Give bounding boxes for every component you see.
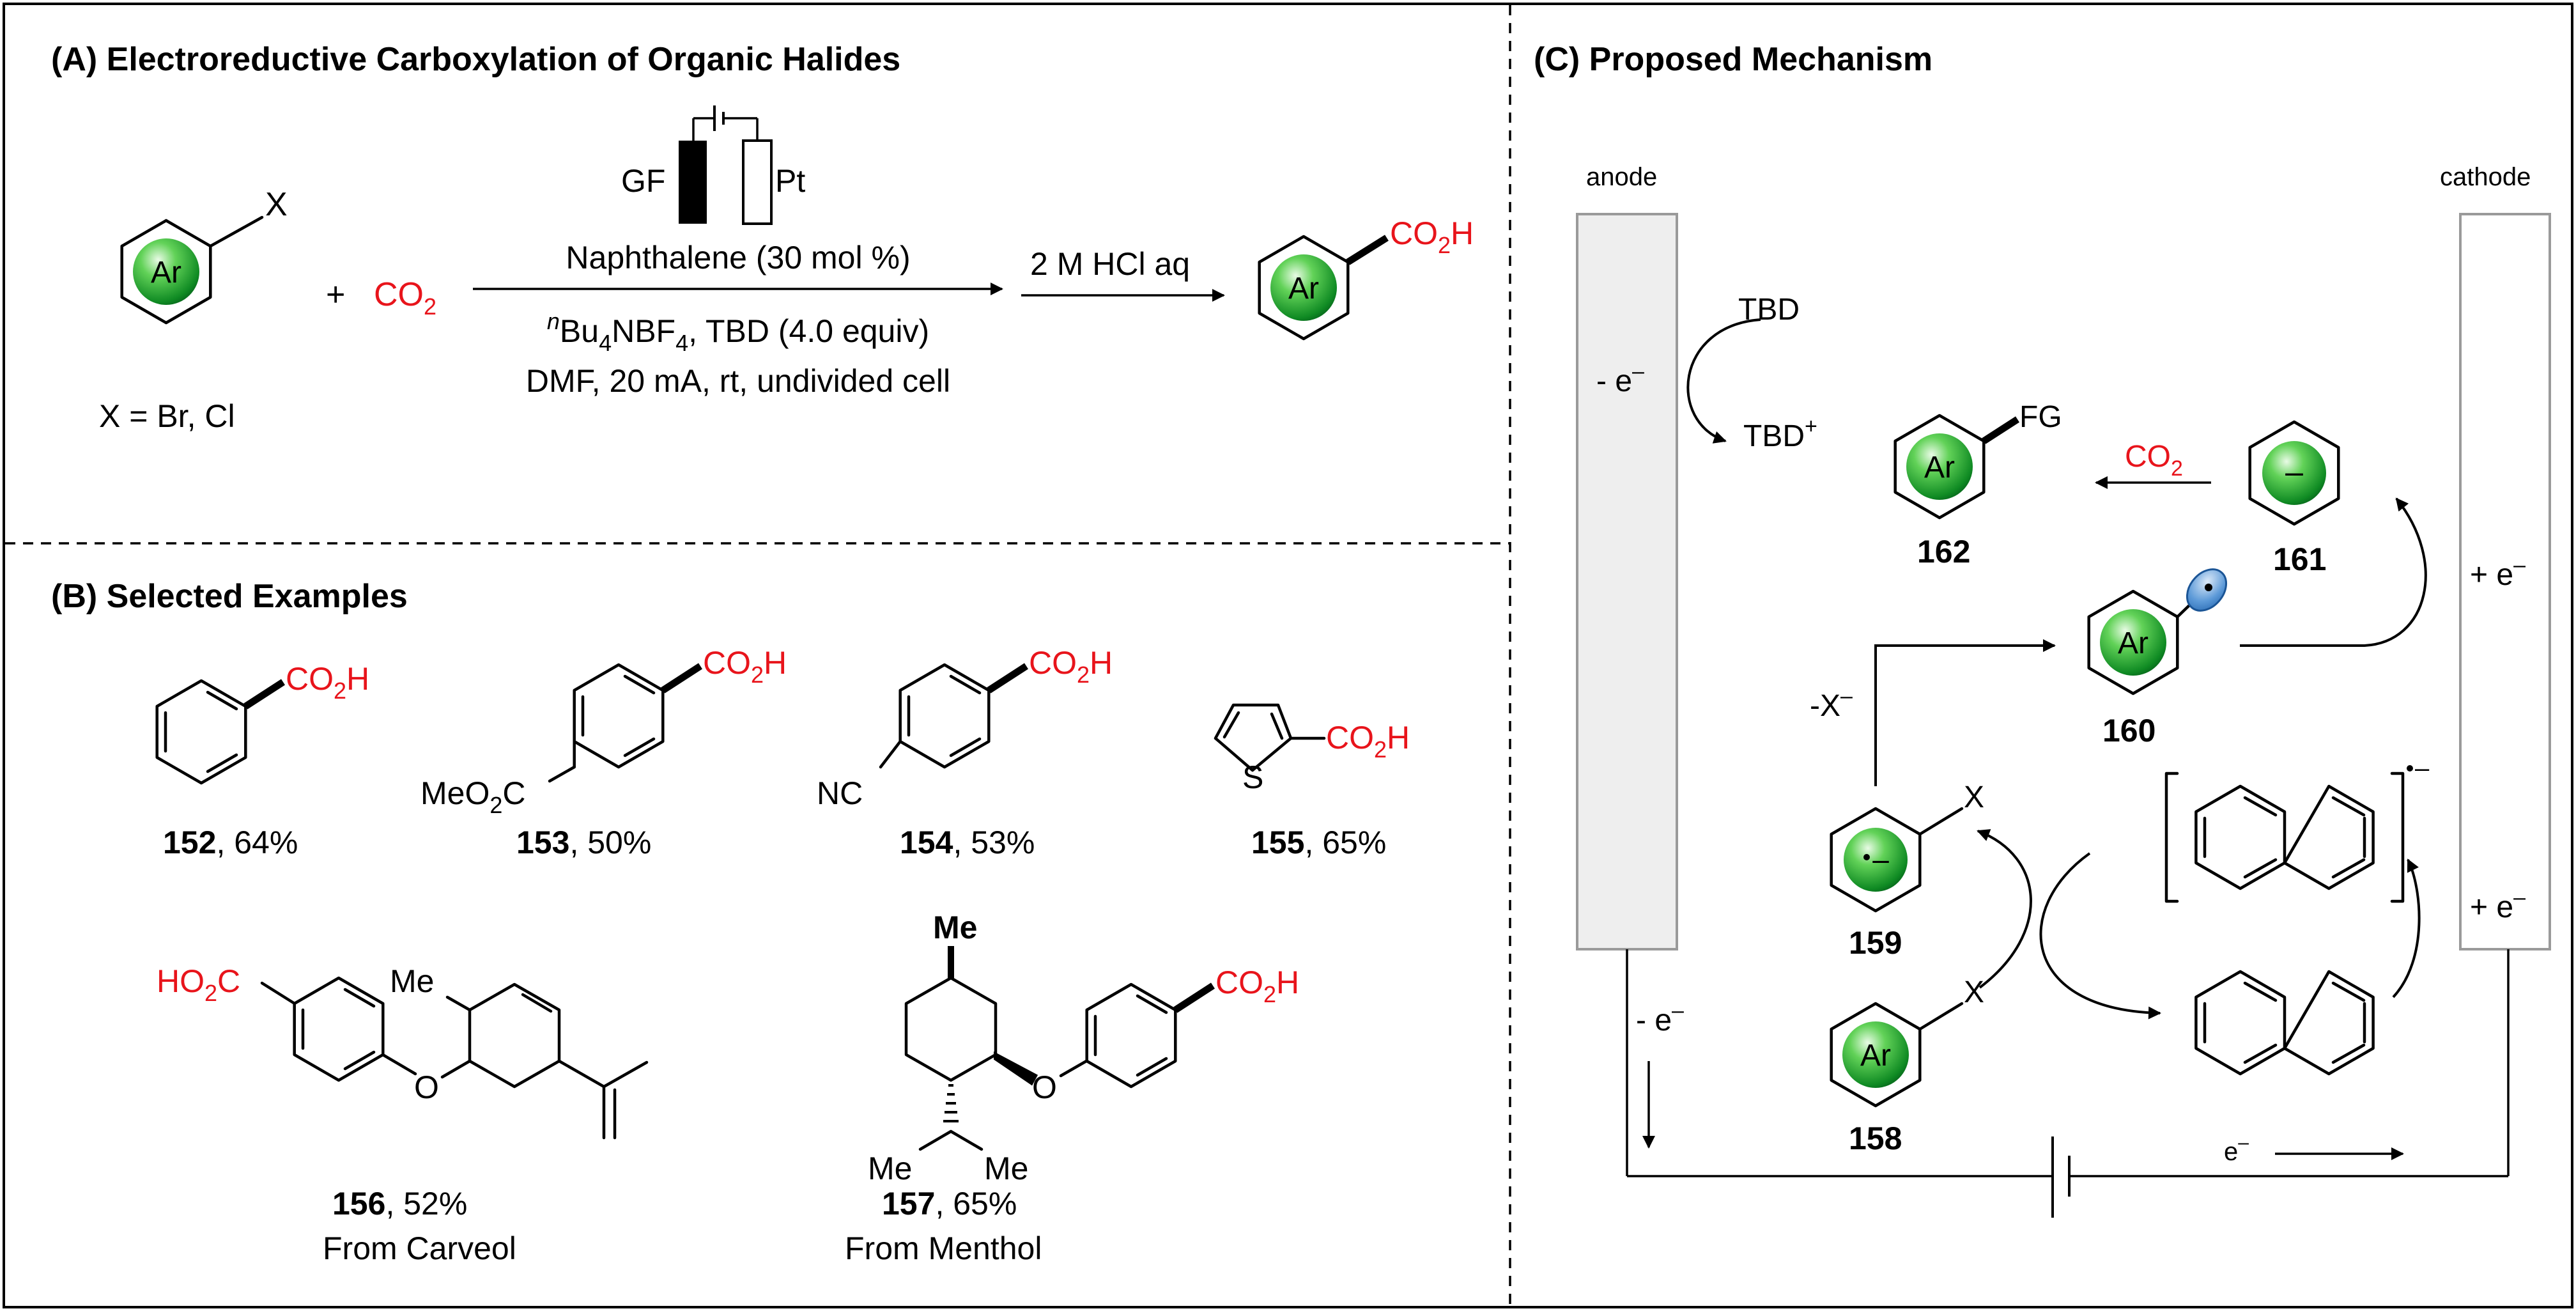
cathode-plus-e-lower: + e– [2470,885,2526,924]
svg-text:CO2H: CO2H [703,645,787,688]
plus-sign: + [326,276,345,313]
compound-162: Ar FG [1895,400,2062,518]
label-157: 157, 65% [882,1186,1017,1222]
anode-minus-e: - e– [1596,359,1644,398]
svg-text:Ar: Ar [1860,1039,1891,1073]
cathode-label: cathode [2440,163,2531,191]
product-co2h: CO2H [1390,215,1474,258]
svg-text:NC: NC [817,775,863,811]
tbd-label: TBD [1738,293,1800,327]
condition-bottom-2: DMF, 20 mA, rt, undivided cell [526,363,950,399]
compound-153: CO2H MeO2C [420,645,787,818]
cathode-electrode [2459,213,2551,950]
set-arrow-158-to-159 [1977,829,2032,989]
compound-160: Ar [2089,568,2228,694]
electrode-pt-label: Pt [775,163,805,199]
svg-text:Me: Me [933,910,977,945]
label-153: 153, 50% [516,825,651,860]
panel-c: (C) Proposed Mechanism anode cathode - e… [1534,41,2551,1218]
label-155: 155, 65% [1251,825,1386,860]
svg-text:CO2H: CO2H [1215,965,1299,1007]
x-definition: X = Br, Cl [99,398,235,434]
minus-x-label: -X– [1810,684,1853,723]
step2-condition: 2 M HCl aq [1030,246,1190,282]
svg-text:Ar: Ar [1288,272,1319,306]
note-157: From Menthol [845,1230,1042,1266]
anode-electrode [1576,213,1678,950]
naphthalene-reduction-arrow [2392,858,2421,998]
svg-text:O: O [414,1069,439,1105]
label-156: 156, 52% [332,1186,467,1222]
compound-159: – X [1832,780,1984,911]
circuit-e-label: e– [2224,1132,2249,1166]
panel-b-title: (B) Selected Examples [51,578,408,615]
label-152: 152, 64% [163,825,298,860]
svg-text:O: O [1032,1069,1057,1105]
condition-bottom-1: nBu4NBF4, TBD (4.0 equiv) [547,308,929,356]
compound-154: CO2H NC [817,645,1113,811]
fragmentation-arrow [1874,639,2056,786]
svg-text:X: X [1964,975,1984,1009]
compound-161: – [2250,422,2339,524]
svg-text:Ar: Ar [2118,626,2148,660]
label-154: 154, 53% [900,825,1035,860]
condition-top: Naphthalene (30 mol %) [566,240,910,275]
aryl-halide-structure: Ar X [122,186,288,323]
cathode-plus-e-upper: + e– [2470,553,2526,592]
compound-152: CO2H [157,661,369,783]
svg-text:Me: Me [868,1151,912,1186]
anode-label: anode [1586,163,1657,191]
label-162: 162 [1917,534,1970,570]
svg-text:–: – [2285,454,2303,490]
svg-text:CO2H: CO2H [1326,720,1410,763]
svg-text:S: S [1242,759,1263,795]
halide-x-label: X [265,186,288,223]
svg-text:HO2C: HO2C [157,963,240,1006]
compound-156: HO2C O Me [157,963,649,1140]
compound-158: Ar X [1832,975,1984,1106]
svg-text:MeO2C: MeO2C [420,775,526,818]
tbd-plus-label: TBD+ [1743,414,1817,453]
naphthalene-radical-anion: – [2164,754,2430,903]
label-158: 158 [1849,1121,1902,1156]
naphthalene [2196,972,2373,1074]
panel-b: (B) Selected Examples CO2H 152, 64% CO2H… [51,578,1410,1266]
svg-text:Me: Me [984,1151,1028,1186]
set-arrow-radical-to-naphthalene [2039,852,2161,1020]
svg-text:FG: FG [2019,400,2062,434]
co2-reagent: CO2 [374,276,436,320]
aryl-core-ball [133,238,199,305]
note-156: From Carveol [323,1230,516,1266]
svg-text:–: – [1872,842,1889,876]
anode-minus-e-lower: - e– [1636,998,1684,1037]
electrode-gf-label: GF [621,163,665,199]
panel-c-title: (C) Proposed Mechanism [1534,41,1932,78]
svg-text:CO2H: CO2H [1029,645,1113,688]
svg-text:Me: Me [390,963,434,999]
panel-a-title: (A) Electroreductive Carboxylation of Or… [51,41,900,78]
aryl-label: Ar [151,256,181,290]
product-structure: Ar CO2H [1260,215,1474,339]
outer-frame [3,3,2573,1308]
panel-a: (A) Electroreductive Carboxylation of Or… [51,41,1474,434]
compound-155: S CO2H [1214,703,1410,795]
label-159: 159 [1849,925,1902,961]
svg-text:Ar: Ar [1924,451,1955,485]
mech-co2: CO2 [2125,440,2183,481]
compound-157: Me O Me Me CO2H [868,910,1299,1186]
electrolysis-cell-icon [679,105,773,225]
tbd-oxidation-arrow [1686,318,1761,444]
svg-text:CO2H: CO2H [286,661,369,704]
label-161: 161 [2273,541,2326,577]
svg-text:–: – [2415,754,2430,782]
radical-reduction-arrow [2240,497,2427,647]
svg-text:X: X [1964,780,1984,814]
label-160: 160 [2102,713,2156,749]
